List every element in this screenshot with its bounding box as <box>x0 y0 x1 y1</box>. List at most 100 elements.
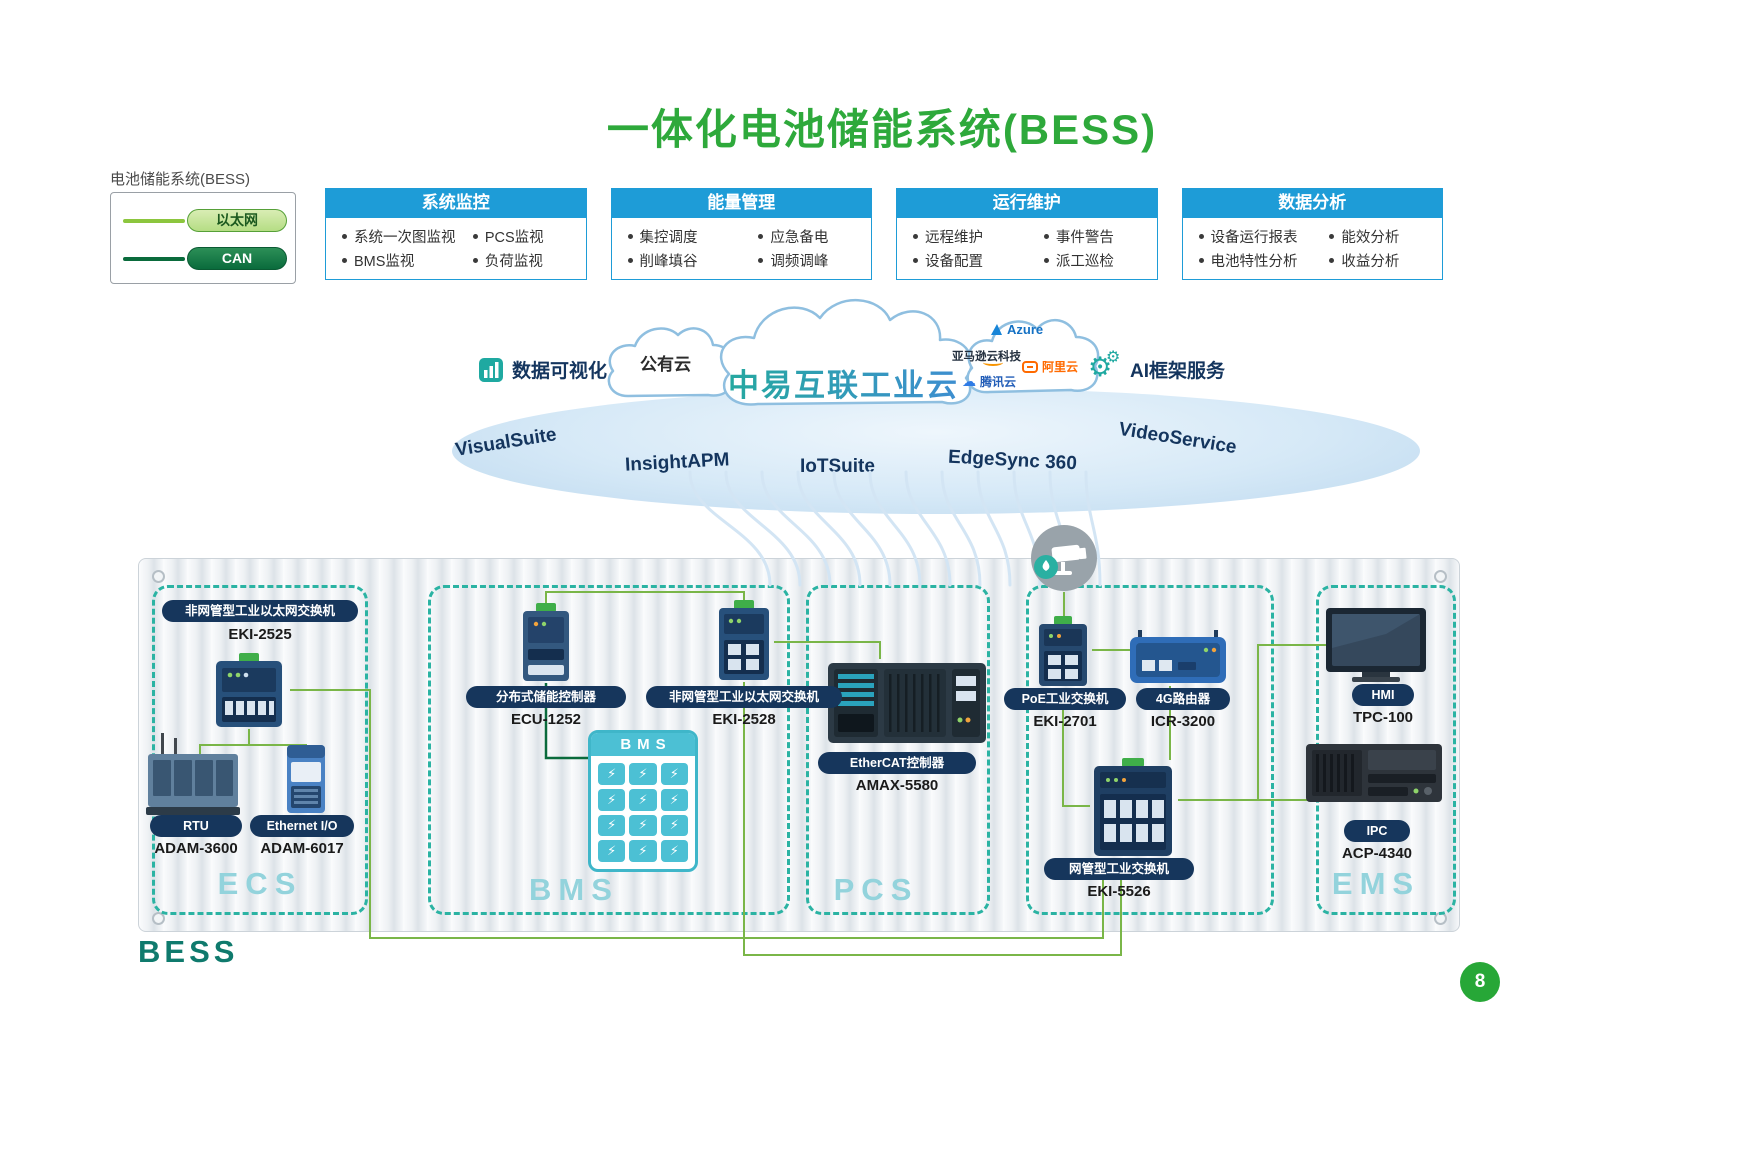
battery-cell-icon: ⚡ <box>598 763 626 785</box>
vendor-aws: 亚马逊云科技 <box>952 346 1021 366</box>
badge-tpc100: HMI <box>1352 684 1414 706</box>
switch-image <box>216 653 282 727</box>
panel-item: 设备配置 <box>913 250 1044 271</box>
device-eki2528 <box>714 600 774 682</box>
device-eki2525 <box>208 653 290 729</box>
battery-grid: ⚡ ⚡ ⚡ ⚡ ⚡ ⚡ ⚡ ⚡ ⚡ ⚡ ⚡ ⚡ <box>591 756 695 869</box>
panel-item: BMS监视 <box>342 250 473 271</box>
badge-acp4340: IPC <box>1344 820 1410 842</box>
panel-item: 收益分析 <box>1329 250 1434 271</box>
ethercat-controller-image <box>828 663 986 743</box>
vendor-alibaba: 阿里云 <box>1022 358 1078 375</box>
io-module-image <box>287 745 325 813</box>
device-eki5526 <box>1088 758 1178 858</box>
zone-letter-ecs: ECS <box>217 866 303 901</box>
badge-icr3200: 4G路由器 <box>1136 688 1230 710</box>
battery-cell-icon: ⚡ <box>598 840 626 862</box>
feature-panels: 系统监控 系统一次图监视 PCS监视 BMS监视 负荷监视 能量管理 集控调度 … <box>325 188 1443 280</box>
controller-image <box>523 603 569 681</box>
panel-title: 能量管理 <box>610 188 872 218</box>
bess-label: BESS <box>138 934 239 969</box>
feature-panel-system-monitoring: 系统监控 系统一次图监视 PCS监视 BMS监视 负荷监视 <box>325 188 587 280</box>
model-tpc100: TPC-100 <box>1352 709 1414 726</box>
data-visualization-service: 数据可视化 <box>478 356 607 383</box>
badge-eki5526: 网管型工业交换机 <box>1044 858 1194 880</box>
panel-title: 运行维护 <box>896 188 1158 218</box>
badge-ecu1252: 分布式储能控制器 <box>466 686 626 708</box>
ai-gears-icon: ⚙ ⚙ <box>1088 349 1121 382</box>
legend: 以太网 CAN <box>110 192 296 284</box>
bms-pack-title: BMS <box>591 733 695 756</box>
battery-cell-icon: ⚡ <box>598 814 626 837</box>
data-visualization-icon <box>479 357 503 382</box>
vendor-alibaba-label: 阿里云 <box>1042 360 1079 374</box>
router-image <box>1130 630 1226 683</box>
model-eki2528: EKI-2528 <box>712 711 776 728</box>
alibaba-cloud-icon <box>1022 360 1038 373</box>
device-amax5580 <box>828 658 986 748</box>
page-number-badge: 8 <box>1460 962 1500 1002</box>
panel-item: 负荷监视 <box>473 250 578 271</box>
managed-switch-image <box>1094 758 1172 856</box>
tencent-cloud-icon: ☁ <box>962 373 976 389</box>
panel-item: 远程维护 <box>913 226 1044 247</box>
battery-cell-icon: ⚡ <box>629 763 657 785</box>
ethernet-legend-badge: 以太网 <box>187 209 287 232</box>
battery-cell-icon: ⚡ <box>660 814 688 837</box>
hmi-monitor-image <box>1326 608 1426 682</box>
cloud-right <box>966 318 1100 394</box>
panel-item: 设备运行报表 <box>1199 226 1330 247</box>
panel-item: 事件警告 <box>1044 226 1149 247</box>
panel-item: 能效分析 <box>1329 226 1434 247</box>
feature-panel-energy-management: 能量管理 集控调度 应急备电 削峰填谷 调频调峰 <box>610 188 872 280</box>
ring-label-iotsuite: IoTSuite <box>800 456 875 477</box>
battery-cell-icon: ⚡ <box>629 814 657 837</box>
poe-switch-image <box>1039 616 1087 686</box>
zone-pcs <box>806 585 990 915</box>
zone-letter-pcs: PCS <box>833 872 919 907</box>
battery-cell-icon: ⚡ <box>629 840 657 862</box>
page-title: 一体化电池储能系统(BESS) <box>606 106 1158 153</box>
vendor-aws-label: 亚马逊云科技 <box>952 351 1021 363</box>
ipc-server-image <box>1306 744 1442 802</box>
model-ecu1252: ECU-1252 <box>510 711 582 728</box>
vendor-tencent-label: 腾讯云 <box>980 375 1017 389</box>
badge-eki2525: 非网管型工业以太网交换机 <box>162 600 358 622</box>
panel-item: 削峰填谷 <box>628 250 759 271</box>
bms-pack: BMS ⚡ ⚡ ⚡ ⚡ ⚡ ⚡ ⚡ ⚡ ⚡ ⚡ ⚡ ⚡ <box>588 730 698 872</box>
ai-services: ⚙ ⚙ AI框架服务 <box>1088 349 1226 384</box>
panel-item: 系统一次图监视 <box>342 226 473 247</box>
feature-panel-operation-maintenance: 运行维护 远程维护 事件警告 设备配置 派工巡检 <box>896 188 1158 280</box>
corner-screw-icon <box>152 570 165 583</box>
azure-icon <box>991 324 1002 335</box>
aws-swoosh-icon <box>983 359 1003 366</box>
model-adam3600: ADAM-3600 <box>154 840 238 857</box>
battery-cell-icon: ⚡ <box>660 788 688 811</box>
panel-item: 集控调度 <box>628 226 759 247</box>
corner-screw-icon <box>152 912 165 925</box>
panel-item: 电池特性分析 <box>1199 250 1330 271</box>
badge-eki2528: 非网管型工业以太网交换机 <box>646 686 842 708</box>
vendor-azure: Azure <box>990 322 1043 337</box>
battery-cell-icon: ⚡ <box>660 840 688 862</box>
battery-cell-icon: ⚡ <box>660 763 688 785</box>
can-line-swatch <box>123 257 185 261</box>
device-icr3200 <box>1128 628 1228 686</box>
device-acp4340 <box>1306 740 1442 806</box>
vendor-tencent: ☁ 腾讯云 <box>962 373 1016 390</box>
cloud-shapes <box>607 299 1100 406</box>
badge-amax5580: EtherCAT控制器 <box>818 752 976 774</box>
switch-image <box>719 600 769 680</box>
can-legend-badge: CAN <box>187 247 287 270</box>
public-cloud-label: 公有云 <box>640 355 691 374</box>
rtu-image <box>146 733 240 815</box>
model-icr3200: ICR-3200 <box>1150 713 1216 730</box>
model-acp4340: ACP-4340 <box>1341 845 1413 862</box>
model-adam6017: ADAM-6017 <box>260 840 344 857</box>
badge-adam3600: RTU <box>150 815 242 837</box>
ethernet-line-swatch <box>123 219 185 223</box>
device-tpc100 <box>1326 608 1426 682</box>
ai-services-label: AI框架服务 <box>1130 360 1226 382</box>
panel-item: PCS监视 <box>473 226 578 247</box>
